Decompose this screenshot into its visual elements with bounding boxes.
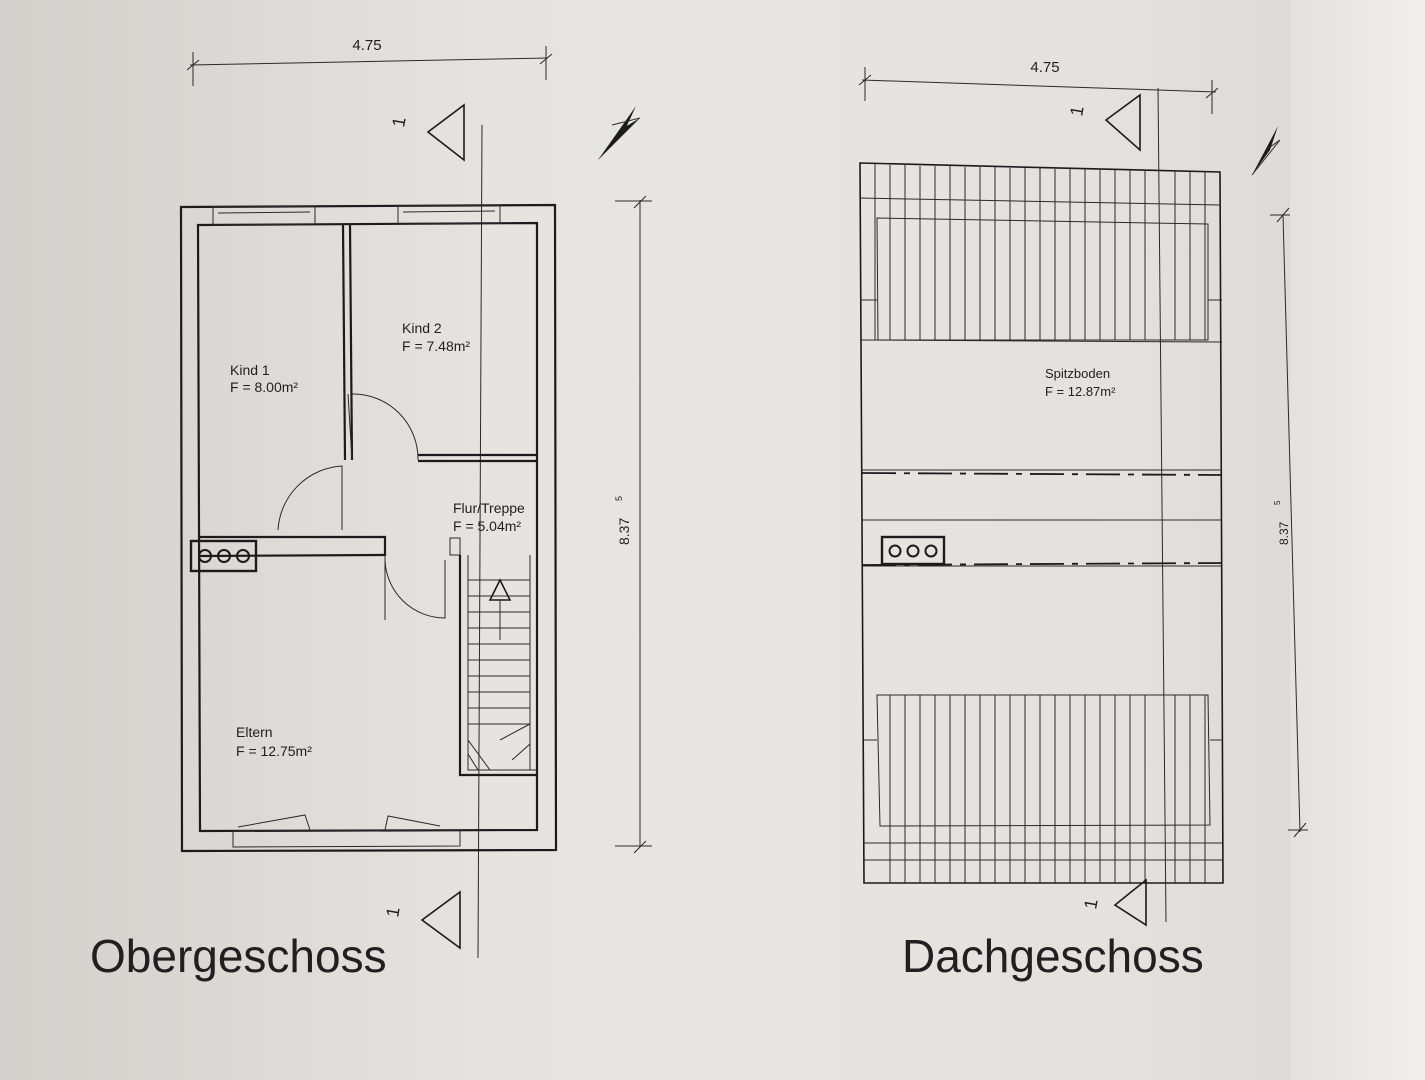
chimney-icon	[189, 539, 258, 573]
section-marker-label-bottom: 1	[1080, 897, 1101, 910]
section-marker-top: 1	[388, 103, 465, 162]
section-marker-bottom: 1	[1080, 878, 1147, 927]
outer-walls	[179, 203, 558, 853]
chimney-icon	[880, 535, 946, 566]
width-dimension: 4.75	[858, 59, 1219, 114]
room-name-flur: Flur/Treppe	[453, 500, 525, 516]
room-name-kind2: Kind 2	[402, 320, 442, 336]
section-marker-label-top: 1	[1066, 104, 1087, 117]
width-dimension: 4.75	[186, 37, 553, 86]
depth-dimension: 8.37 5	[1270, 207, 1308, 838]
room-labels: Spitzboden F = 12.87m²	[1045, 366, 1116, 399]
depth-dimension-label: 8.37	[1277, 521, 1291, 545]
north-arrow-icon	[598, 106, 641, 160]
room-area-flur: F = 5.04m²	[453, 518, 521, 534]
room-labels: Kind 1 F = 8.00m² Kind 2 F = 7.48m² Flur…	[230, 320, 525, 759]
section-marker-bottom: 1	[382, 890, 461, 950]
depth-dimension-sup: 5	[614, 496, 624, 501]
interior-walls	[189, 224, 537, 777]
room-name-eltern: Eltern	[236, 724, 273, 740]
section-marker-label-top: 1	[388, 115, 409, 128]
room-area-eltern: F = 12.75m²	[236, 743, 312, 759]
room-name-spitzboden: Spitzboden	[1045, 366, 1110, 381]
section-line	[477, 124, 483, 959]
plan-obergeschoss: 4.75 1	[90, 37, 652, 982]
plan-title-dachgeschoss: Dachgeschoss	[902, 930, 1204, 982]
depth-dimension: 8.37 5	[614, 195, 652, 854]
section-line	[1157, 87, 1167, 923]
room-area-spitzboden: F = 12.87m²	[1045, 384, 1116, 399]
roof-outline	[859, 162, 1224, 884]
north-arrow-icon	[1251, 126, 1281, 176]
depth-dimension-label: 8.37	[616, 518, 632, 545]
plan-title-obergeschoss: Obergeschoss	[90, 930, 387, 982]
width-dimension-label: 4.75	[352, 37, 381, 54]
section-marker-label-bottom: 1	[382, 905, 403, 918]
staircase	[458, 555, 537, 777]
section-marker-top: 1	[1066, 93, 1141, 152]
room-area-kind1: F = 8.00m²	[230, 379, 298, 395]
room-area-kind2: F = 7.48m²	[402, 338, 470, 354]
page-edge	[1290, 0, 1425, 1080]
stair-arrow-icon	[488, 578, 512, 640]
plan-dachgeschoss: 4.75 1	[858, 59, 1308, 982]
width-dimension-label: 4.75	[1030, 59, 1059, 76]
room-name-kind1: Kind 1	[230, 362, 270, 378]
depth-dimension-sup: 5	[1273, 500, 1282, 505]
